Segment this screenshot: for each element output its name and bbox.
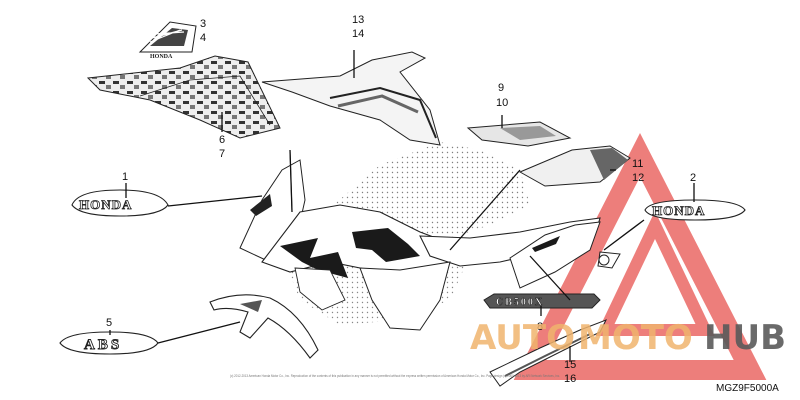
diagram-code: MGZ9F5000A <box>716 383 779 394</box>
abs-emblem-text: ABS <box>84 337 122 353</box>
watermark-triangle <box>513 133 767 380</box>
wing-badge-text: HONDA <box>150 54 173 60</box>
upper-stripe-decal <box>261 51 441 146</box>
copyright-text: (c) 2012-2013 American Honda Motor Co., … <box>230 373 560 378</box>
front-fender <box>209 294 319 359</box>
watermark-part-hub: HUB <box>704 318 786 358</box>
callout-label: 8 <box>537 321 543 333</box>
callout-label: 2 <box>690 172 696 184</box>
callout-label: 1 <box>122 171 128 183</box>
callout-label: 15 <box>564 359 576 371</box>
callout-label: 12 <box>632 172 644 184</box>
honda-emblem-right: HONDA <box>644 199 746 221</box>
honda-emblem-right-text: HONDA <box>652 203 705 218</box>
tail-decal <box>518 145 631 187</box>
watermark-logo: AUTO MOTO HUB <box>470 318 786 358</box>
model-emblem-text: CB500X <box>496 297 544 308</box>
callout-label: 16 <box>564 373 576 385</box>
callout-label: 6 <box>219 134 225 146</box>
side-camo-decal <box>86 55 281 139</box>
callout-label: 14 <box>352 28 364 40</box>
callout-label: 10 <box>496 97 508 109</box>
abs-emblem: ABS <box>59 331 159 355</box>
callout-label: 7 <box>219 148 225 160</box>
watermark-part-auto: AUTO <box>470 318 575 358</box>
watermark-part-moto: MOTO <box>578 318 693 358</box>
callouts: 3 4 13 14 9 10 6 7 1 11 12 2 5 8 15 16 <box>106 14 696 385</box>
lower-stripe-decal <box>489 319 608 387</box>
callout-label: 9 <box>498 82 504 94</box>
honda-emblem-left: HONDA <box>71 189 169 217</box>
honda-emblem-left-text: HONDA <box>79 197 132 212</box>
small-panel-decal <box>466 121 572 147</box>
wing-badge-part: HONDA <box>138 21 197 60</box>
callout-label: 13 <box>352 14 364 26</box>
callout-label: 5 <box>106 317 112 329</box>
model-emblem: CB500X <box>483 293 601 309</box>
callout-label: 11 <box>632 158 643 170</box>
callout-label: 3 <box>200 18 206 30</box>
leader-lines <box>109 50 695 362</box>
motorcycle-body <box>239 142 621 331</box>
callout-label: 4 <box>200 32 206 44</box>
